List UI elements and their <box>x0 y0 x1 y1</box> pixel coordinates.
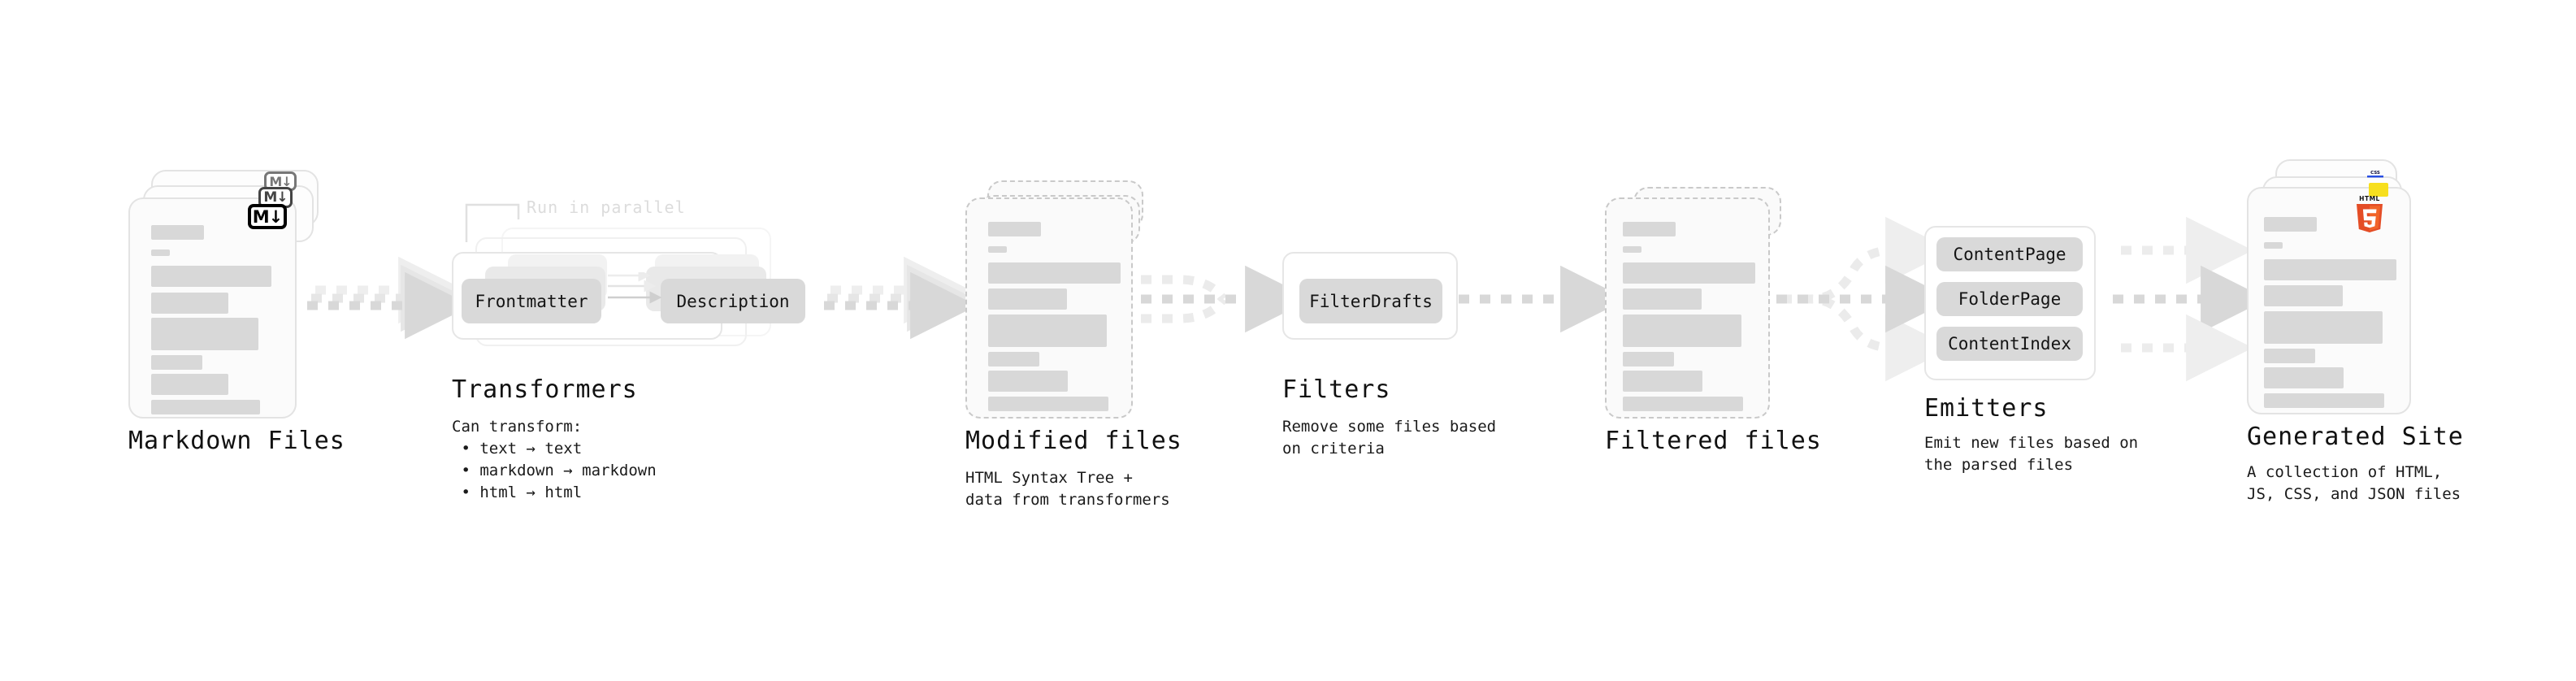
skeleton-line <box>2264 349 2315 363</box>
transformer-inner-arrows <box>608 272 662 304</box>
connector-markdown-to-transformers <box>307 256 472 340</box>
skeleton-line <box>1623 288 1702 310</box>
markdown-icon: M↓ <box>248 204 287 229</box>
skeleton-title <box>988 222 1041 236</box>
stage-title-filters: Filters <box>1282 375 1391 404</box>
skeleton-title <box>2264 217 2317 232</box>
skeleton-sub <box>1623 246 1641 253</box>
stage-title-modified-files: Modified files <box>965 427 1182 455</box>
skeleton-line <box>1623 397 1743 411</box>
js-icon <box>2369 183 2388 197</box>
pill-folderpage[interactable]: FolderPage <box>1936 282 2083 316</box>
skeleton-sub <box>988 246 1007 253</box>
connector-filtered-to-emitters <box>1776 216 1953 382</box>
skeleton-line <box>2264 393 2384 408</box>
skeleton-line <box>1623 314 1741 347</box>
skeleton-line <box>1623 352 1674 367</box>
skeleton-line <box>151 374 228 395</box>
pill-frontmatter[interactable]: Frontmatter <box>462 279 601 323</box>
html5-icon: HTML <box>2353 193 2387 232</box>
stage-title-filtered-files: Filtered files <box>1605 427 1822 455</box>
css-icon: CSS <box>2366 167 2384 178</box>
skeleton-line <box>988 262 1121 284</box>
svg-text:CSS: CSS <box>2370 171 2380 176</box>
run-in-parallel-note: Run in parallel <box>527 197 686 217</box>
stage-title-emitters: Emitters <box>1924 394 2049 423</box>
skeleton-line <box>2264 367 2344 388</box>
skeleton-line <box>988 371 1068 392</box>
svg-text:HTML: HTML <box>2359 195 2380 202</box>
skeleton-line <box>1623 262 1755 284</box>
skeleton-line <box>988 314 1107 347</box>
stage-caption-modified-files: HTML Syntax Tree + data from transformer… <box>965 469 1170 509</box>
skeleton-sub <box>151 249 170 256</box>
pill-filterdrafts[interactable]: FilterDrafts <box>1299 279 1442 323</box>
modified-card-front[interactable] <box>965 197 1133 419</box>
skeleton-line <box>151 400 260 414</box>
stage-title-transformers: Transformers <box>452 375 638 404</box>
skeleton-line <box>988 288 1067 310</box>
skeleton-line <box>2264 285 2343 306</box>
stage-title-markdown-files: Markdown Files <box>128 427 345 455</box>
pill-contentpage[interactable]: ContentPage <box>1936 237 2083 271</box>
stage-caption-emitters: Emit new files based on the parsed files <box>1924 434 2139 474</box>
skeleton-line <box>2264 311 2383 344</box>
skeleton-line <box>988 397 1108 411</box>
skeleton-line <box>988 352 1039 367</box>
skeleton-title <box>1623 222 1676 236</box>
skeleton-line <box>151 293 228 314</box>
markdown-card-front[interactable] <box>128 197 297 419</box>
skeleton-line <box>2264 259 2396 280</box>
stage-caption-generated-site: A collection of HTML, JS, CSS, and JSON … <box>2247 463 2461 503</box>
skeleton-line <box>151 318 258 350</box>
site-card-front[interactable] <box>2247 187 2411 414</box>
filtered-card-front[interactable] <box>1605 197 1770 419</box>
connector-transformers-to-modified <box>824 256 978 340</box>
pill-contentindex[interactable]: ContentIndex <box>1936 327 2083 361</box>
stage-caption-filters: Remove some files based on criteria <box>1282 418 1497 458</box>
skeleton-line <box>151 355 202 370</box>
pill-description[interactable]: Description <box>661 279 805 323</box>
connector-modified-to-filters <box>1141 265 1312 333</box>
skeleton-title <box>151 225 204 240</box>
skeleton-sub <box>2264 242 2283 249</box>
stage-caption-transformers: Can transform: • text → text • markdown … <box>452 418 657 501</box>
skeleton-line <box>1623 371 1702 392</box>
skeleton-line <box>151 266 271 287</box>
stage-title-generated-site: Generated Site <box>2247 423 2464 451</box>
connector-emitters-to-site <box>2113 216 2268 382</box>
